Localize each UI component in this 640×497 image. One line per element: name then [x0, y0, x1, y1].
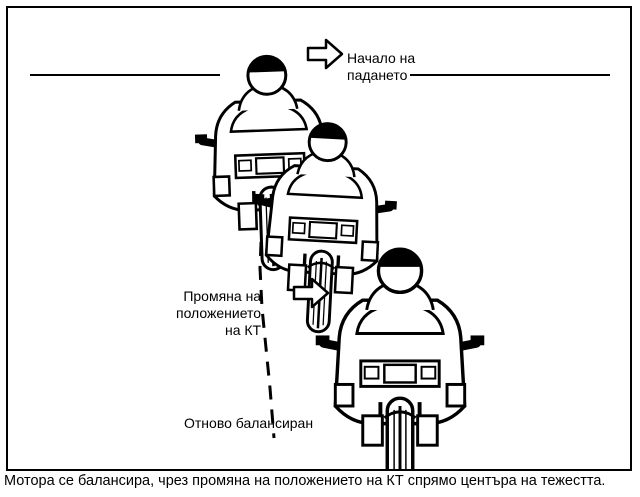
label-balanced-again: Отново балансиран: [184, 415, 313, 432]
motorcycle-illustration: [30, 38, 610, 469]
label-cg-change: Промяна на положението на КТ: [176, 288, 261, 339]
label-balanced-again-text: Отново балансиран: [184, 415, 314, 431]
label-cg-change-text: Промяна на положението на КТ: [176, 288, 262, 338]
arrow-right-icon: [306, 38, 344, 70]
figure-caption: Мотора се балансира, чрез промяна на пол…: [4, 473, 606, 489]
balance-path-line: [258, 217, 276, 439]
illustration-frame: Начало на падането Промяна на положениет…: [6, 6, 632, 471]
label-fall-start-text: Начало на падането: [347, 50, 416, 83]
label-fall-start: Начало на падането: [347, 50, 415, 84]
